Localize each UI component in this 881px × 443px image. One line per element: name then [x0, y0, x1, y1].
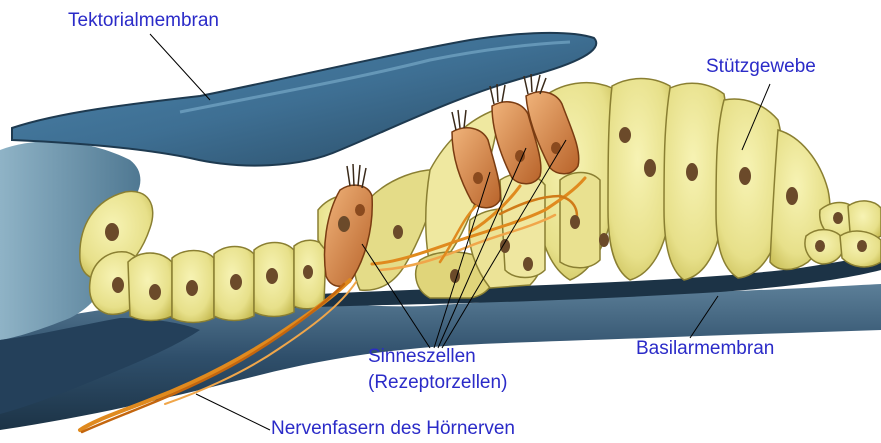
label-basilarmembran: Basilarmembran — [636, 338, 774, 360]
label-tektorialmembran: Tektorialmembran — [68, 10, 219, 32]
label-nervenfasern: Nervenfasern des Hörnerven — [271, 418, 515, 440]
label-stuetzgewebe: Stützgewebe — [706, 56, 816, 78]
leader-nervenfasern — [196, 394, 270, 430]
leader-tektorialmembran — [150, 34, 210, 100]
label-rezeptorzellen: (Rezeptorzellen) — [368, 372, 507, 394]
label-sinneszellen: Sinneszellen — [368, 346, 476, 368]
